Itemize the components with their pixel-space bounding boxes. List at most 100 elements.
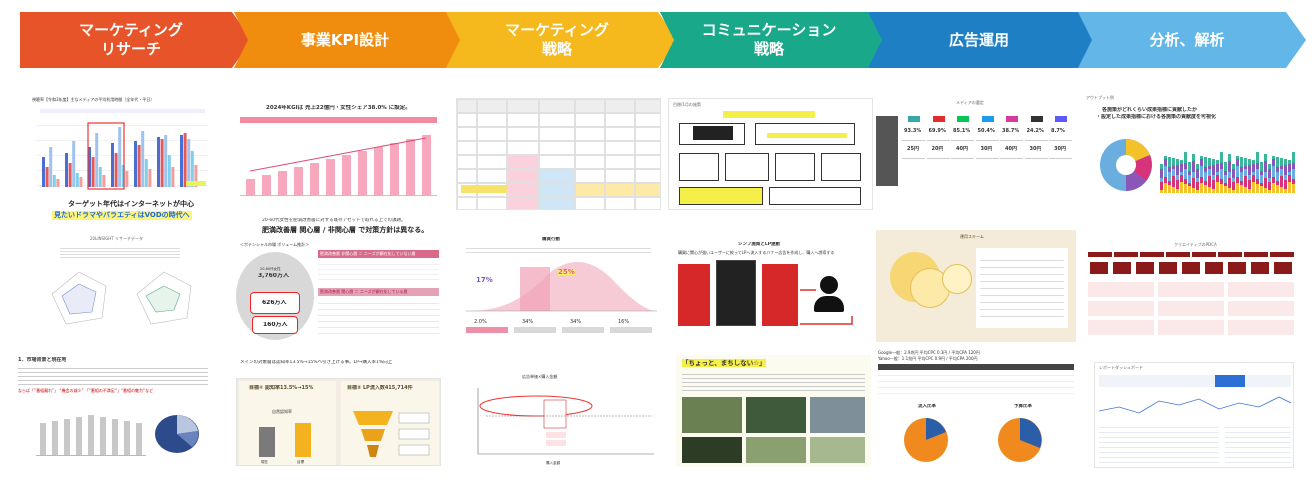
bar (1208, 187, 1211, 193)
thumb-research-survey[interactable]: 1．市場背景と現在地 ならば「“番組離れ”」 “機会の減少” 「“番組の不満足”… (12, 355, 217, 465)
grid-cell (477, 113, 507, 127)
survey-line: ならば「“番組離れ”」 “機会の減少” 「“番組の不満足”」“番組の魅力”など (18, 388, 154, 393)
bar (194, 165, 198, 187)
grid-cell (575, 155, 605, 169)
bar (1228, 161, 1231, 172)
thumb-ads-budget[interactable]: Google一般：2.9兆円 平均CPC 0.3円 / 平均CPA 120円 Y… (876, 350, 1076, 468)
bar (1164, 183, 1167, 193)
radar-charts (51, 271, 192, 325)
bar (1272, 177, 1275, 183)
bar (1252, 160, 1255, 164)
bar (1272, 166, 1275, 177)
grid-cell (575, 183, 605, 197)
bar (52, 175, 56, 187)
bar (148, 169, 152, 187)
potential-title: ＜ポテンシャル市場 ボリューム推計＞ (240, 242, 310, 247)
bar (1212, 175, 1215, 180)
flow-title: 購買行動 (542, 237, 560, 242)
bar (1288, 164, 1291, 172)
pdca-step (1159, 262, 1177, 274)
bar (1272, 156, 1275, 159)
bar (144, 159, 148, 187)
bar (1212, 180, 1215, 189)
seg2-title: 肥満改善層 関心層 ＝ ニーズが顕在化している層 (320, 289, 408, 294)
bar (1256, 152, 1259, 163)
research-caption-1: ターゲット年代はインターネットが中心 (68, 200, 194, 208)
bar (1184, 163, 1187, 169)
pdca-step (1136, 262, 1154, 274)
pdca-step (1274, 262, 1292, 274)
thumb-analysis-output[interactable]: アウトプット例 各施策がどれくらい成果指標に貢献したか ・設定した成果指標におけ… (1082, 95, 1302, 210)
pie2-title: 予算比率 (1014, 404, 1032, 409)
research-caption-2: 見たいドラマやバラエティはVODの時代へ (52, 211, 192, 220)
bar (1220, 152, 1223, 163)
bar (1256, 184, 1259, 193)
bar (1172, 158, 1175, 166)
bar (1256, 179, 1259, 184)
bar (1168, 181, 1171, 185)
thumb-strategy-cpa[interactable]: 広告単価×購入金額 購入金額 (456, 372, 661, 470)
thumb-analysis-pdca[interactable]: クリエイティブのPDCA (1082, 240, 1302, 342)
grid-cell (539, 183, 575, 197)
bar (1204, 167, 1207, 172)
bar (1248, 175, 1251, 180)
grid-cell (605, 169, 635, 183)
bar (141, 131, 145, 187)
bar (1228, 188, 1231, 193)
bar (1160, 182, 1163, 190)
media-logo (981, 116, 994, 122)
grid-cell (457, 99, 477, 113)
grid-cell (477, 155, 507, 169)
thumb-comm-retarget[interactable]: シンプ施策とLP連動 購買に関心が強いユーザーに絞ってLPへ流入するバナー広告を… (668, 240, 873, 340)
bar (1268, 169, 1271, 178)
step-label: コミュニケーション (701, 21, 837, 39)
thumb-kpi-goals[interactable]: 目標① 認知率13.5%→15% 自然認知率 現在 目標 目標② LP流入数41… (236, 378, 441, 466)
bar (1288, 182, 1291, 193)
step-label: 広告運用 (948, 30, 1009, 49)
step-header-6: 分析、解析 (1078, 12, 1306, 68)
bar (1240, 185, 1243, 193)
cpa-axis-label: 購入金額 (546, 461, 560, 465)
bar (1208, 169, 1211, 176)
bar (1280, 169, 1283, 176)
thumb-ads-scheme[interactable]: 運用スキーム (876, 230, 1076, 342)
bar (1160, 178, 1163, 182)
bar (95, 133, 99, 187)
thumb-kpi-chart[interactable]: 2024年KGIは 売上22億円・女性シェア38.0% に設定。 (236, 95, 441, 207)
bar (1208, 176, 1211, 187)
grid-cell (605, 155, 635, 169)
bar (1276, 185, 1279, 193)
step-label: マーケティング (505, 21, 609, 39)
grid-cell (457, 141, 477, 155)
pie-mid: 626万人 (262, 300, 287, 306)
pdca-title: クリエイティブのPDCA (1174, 242, 1217, 247)
grid-cell (539, 99, 575, 113)
thumb-comm-plan[interactable]: 目標/1月の施策 (668, 98, 873, 210)
grid-cell (575, 113, 605, 127)
bar (1224, 171, 1227, 175)
media-reach: 85.1% (953, 128, 971, 134)
output-stacked-bars (1160, 152, 1295, 193)
bar (1180, 160, 1183, 164)
thumb-research-insight[interactable]: 20LINSIGHT リサーチデータ (30, 232, 210, 344)
bar (1192, 178, 1195, 188)
goal1-title: 目標① 認知率13.5%→15% (249, 385, 314, 391)
campaign-title: 「ちょっと、まちしない☆」 (682, 359, 766, 367)
bar (1168, 167, 1171, 172)
bar (1164, 159, 1167, 166)
bar (180, 135, 183, 187)
bar (1212, 165, 1215, 175)
thumb-comm-campaign[interactable]: 「ちょっと、まちしない☆」 (676, 355, 871, 467)
bar (1232, 169, 1235, 178)
thumb-strategy-funnel[interactable]: 購買行動 17% 25% 2.0%34%34%16% (456, 235, 661, 345)
bar (1248, 165, 1251, 175)
thumb-kpi-potential[interactable]: ＜ポテンシャル市場 ボリューム推計＞ 20-60代女性 3,760万人 626万… (236, 240, 441, 340)
media-price: 30円 (1029, 146, 1042, 152)
bar (160, 139, 164, 187)
thumb-strategy-matrix[interactable] (456, 98, 661, 210)
thumb-analysis-dashboard[interactable]: レポートダッシュボード (1094, 362, 1294, 468)
thumb-research-chart[interactable]: 視聴率【令和3年度】主なメディアの平均利用時間（全年代・平日） (30, 95, 210, 195)
media-price: 40円 (956, 146, 968, 152)
grid-cell (477, 99, 507, 113)
